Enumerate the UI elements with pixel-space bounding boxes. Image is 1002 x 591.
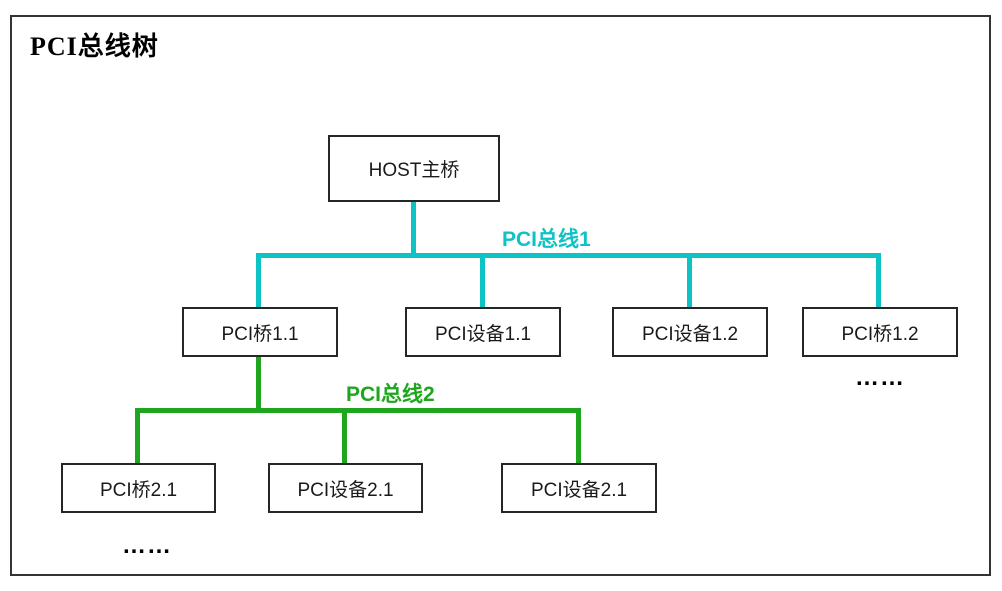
bus2-drop-bridge-2-1 (135, 408, 140, 463)
node-pci-bridge-2-1: PCI桥2.1 (61, 463, 216, 513)
bus1-drop-bridge-1-2 (876, 253, 881, 307)
node-pci-device-2-1a: PCI设备2.1 (268, 463, 423, 513)
bus2-drop-device-2-1b (576, 408, 581, 463)
node-pci-device-2-1b: PCI设备2.1 (501, 463, 657, 513)
node-pci-device-1-2: PCI设备1.2 (612, 307, 768, 357)
bus2-uplink-connector (256, 357, 261, 408)
bus1-host-connector (411, 202, 416, 253)
node-pci-device-1-1: PCI设备1.1 (405, 307, 561, 357)
bus2-line (135, 408, 581, 413)
bus2-label: PCI总线2 (346, 383, 435, 406)
node-host-bridge: HOST主桥 (328, 135, 500, 202)
bus1-drop-bridge-1-1 (256, 253, 261, 307)
page-title: PCI总线树 (30, 32, 159, 61)
bus1-drop-device-1-2 (687, 258, 692, 307)
node-pci-bridge-1-2: PCI桥1.2 (802, 307, 958, 357)
node-pci-bridge-1-1: PCI桥1.1 (182, 307, 338, 357)
ellipsis-bus2-more: …… (122, 532, 172, 559)
bus2-drop-device-2-1a (342, 413, 347, 463)
bus1-label: PCI总线1 (502, 228, 591, 251)
bus1-line (256, 253, 881, 258)
ellipsis-bus1-more: …… (855, 364, 905, 391)
bus1-drop-device-1-1 (480, 258, 485, 307)
